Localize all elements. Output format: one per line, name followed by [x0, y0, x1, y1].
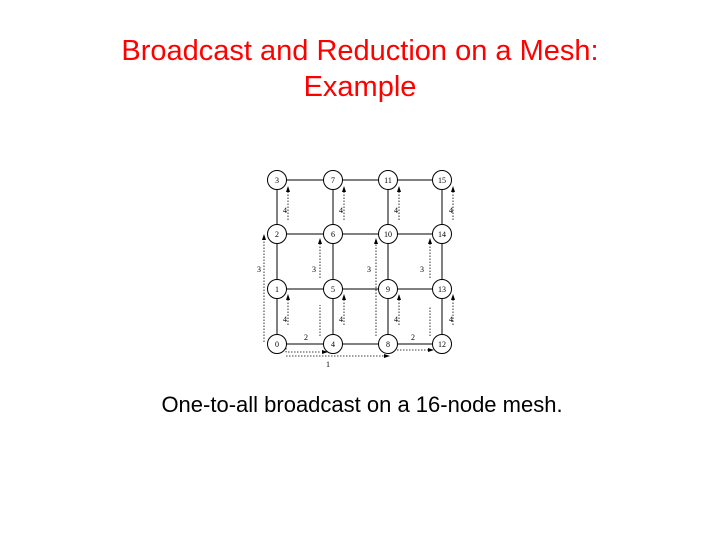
svg-text:5: 5: [331, 285, 335, 294]
broadcast-paths: [263, 190, 454, 357]
svg-text:7: 7: [331, 176, 335, 185]
step-label-4: 4: [394, 315, 398, 324]
arrow-head: [451, 294, 455, 300]
step-labels: 1 2 2 3 3 3 3 4 4 4 4 4 4 4 4: [257, 206, 453, 369]
svg-text:13: 13: [438, 285, 446, 294]
step-label-3-col1: 3: [312, 265, 316, 274]
step-label-4: 4: [339, 206, 343, 215]
arrow-head: [318, 238, 322, 244]
arrowheads: [262, 186, 455, 358]
mesh-node: 15: [432, 170, 452, 190]
mesh-node: 0: [267, 334, 287, 354]
mesh-node: 11: [378, 170, 398, 190]
slide-title-line2: Example: [303, 71, 417, 103]
svg-text:0: 0: [275, 340, 279, 349]
mesh-node: 8: [378, 334, 398, 354]
svg-text:10: 10: [384, 230, 392, 239]
step-label-4: 4: [283, 206, 287, 215]
arrow-head: [428, 348, 434, 352]
svg-text:8: 8: [386, 340, 390, 349]
step-label-4: 4: [449, 206, 453, 215]
svg-text:11: 11: [384, 176, 392, 185]
path-step2-left: [285, 348, 320, 353]
arrow-head: [451, 186, 455, 192]
arrow-head: [322, 350, 328, 354]
step-label-4: 4: [283, 315, 287, 324]
svg-text:6: 6: [331, 230, 335, 239]
step-label-2-right: 2: [411, 333, 415, 342]
arrow-head: [397, 294, 401, 300]
mesh-node: 7: [323, 170, 343, 190]
svg-text:1: 1: [275, 285, 279, 294]
svg-text:3: 3: [275, 176, 279, 185]
mesh-node: 1: [267, 279, 287, 299]
mesh-node: 10: [378, 224, 398, 244]
step-label-4: 4: [339, 315, 343, 324]
mesh-node: 3: [267, 170, 287, 190]
mesh-node: 5: [323, 279, 343, 299]
arrow-head: [428, 238, 432, 244]
slide-title: Broadcast and Reduction on a Mesh: Examp…: [0, 33, 720, 105]
svg-text:2: 2: [275, 230, 279, 239]
svg-text:9: 9: [386, 285, 390, 294]
arrow-head: [286, 294, 290, 300]
mesh-node: 14: [432, 224, 452, 244]
mesh-node: 2: [267, 224, 287, 244]
step-label-3-col0: 3: [257, 265, 261, 274]
arrow-head: [342, 186, 346, 192]
step-label-3-col3: 3: [420, 265, 424, 274]
step-label-3-col2: 3: [367, 265, 371, 274]
mesh-nodes: 3 7 11 15 2 6 10 14 1 5 9 13 0 4 8 12: [267, 170, 452, 354]
arrow-head: [286, 186, 290, 192]
step-label-1: 1: [326, 360, 330, 369]
arrow-head: [397, 186, 401, 192]
svg-text:14: 14: [438, 230, 446, 239]
svg-text:12: 12: [438, 340, 446, 349]
mesh-node: 6: [323, 224, 343, 244]
svg-text:15: 15: [438, 176, 446, 185]
arrow-head: [262, 234, 266, 240]
step-label-2-left: 2: [304, 333, 308, 342]
arrow-head: [374, 238, 378, 244]
figure-caption: One-to-all broadcast on a 16-node mesh.: [161, 392, 563, 417]
step-label-4: 4: [449, 315, 453, 324]
slide-title-line1: Broadcast and Reduction on a Mesh:: [121, 35, 599, 67]
mesh-diagram: 1 2 2 3 3 3 3 4 4 4 4 4 4 4 4 3 7 11 15 …: [257, 170, 455, 369]
arrow-head: [384, 354, 390, 358]
mesh-node: 12: [432, 334, 452, 354]
step-label-4: 4: [394, 206, 398, 215]
arrow-head: [342, 294, 346, 300]
mesh-node: 4: [323, 334, 343, 354]
mesh-node: 13: [432, 279, 452, 299]
mesh-node: 9: [378, 279, 398, 299]
svg-text:4: 4: [331, 340, 335, 349]
mesh-links: [276, 179, 443, 345]
